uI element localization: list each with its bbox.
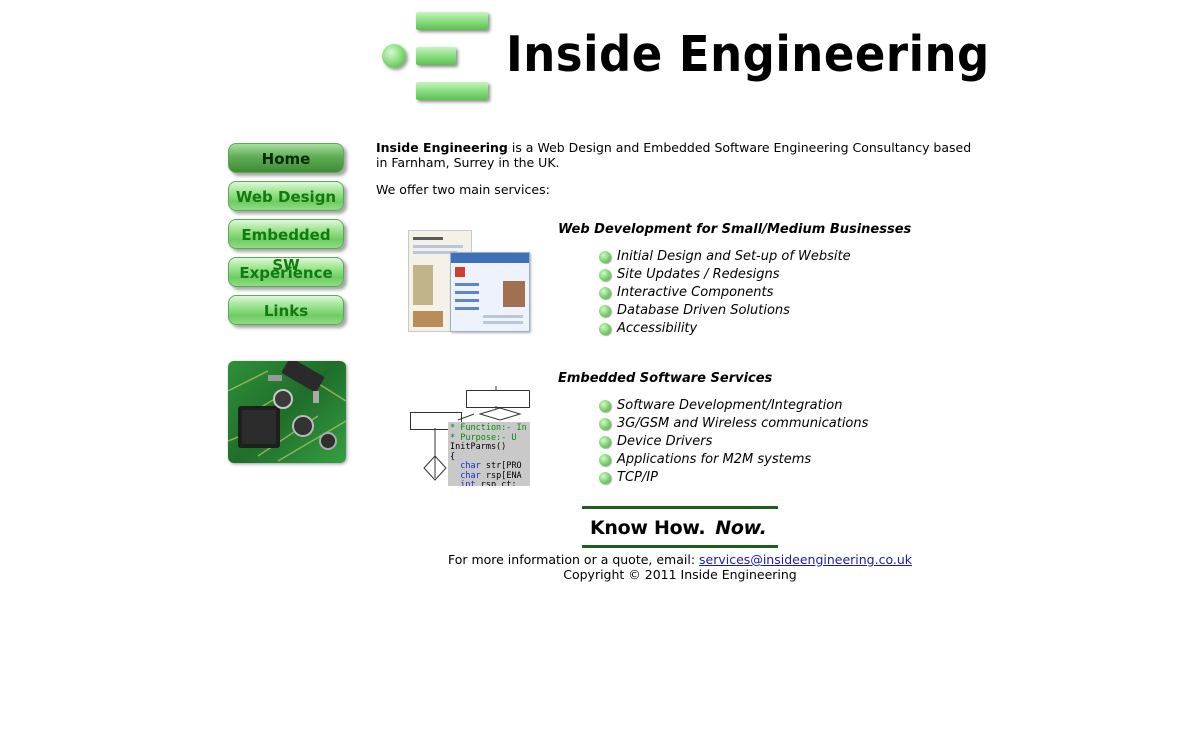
logo-bar-bottom [416, 82, 488, 100]
logo-bar-middle [416, 47, 456, 65]
circuit-board-graphic [228, 361, 346, 462]
intro-company-name: Inside Engineering [376, 140, 508, 155]
list-item: Interactive Components [599, 284, 851, 302]
list-item: Site Updates / Redesigns [599, 266, 851, 284]
intro-description: is a Web Design and Embedded Software En… [376, 140, 972, 170]
bullet-icon [599, 436, 611, 448]
email-link[interactable]: services@insideengineering.co.uk [699, 552, 913, 567]
nav-embedded-sw-button[interactable]: Embedded SW [228, 219, 344, 274]
contact-line: For more information or a quote, email: … [380, 552, 980, 567]
tagline-bottom-rule [582, 545, 778, 548]
footer: For more information or a quote, email: … [380, 552, 980, 582]
code-snippet-image: * Function:- In * Purpose:- U InitParms(… [448, 422, 530, 486]
services-lead: We offer two main services: [376, 182, 550, 197]
tagline-part1: Know How. [590, 517, 706, 539]
service-heading-web: Web Development for Small/Medium Busines… [558, 222, 912, 237]
bullet-icon [599, 454, 611, 466]
list-item: Database Driven Solutions [599, 302, 851, 320]
tagline-text: Know How. Now. [590, 517, 767, 539]
service-list-web: Initial Design and Set-up of Website Sit… [599, 248, 851, 338]
intro-paragraph: Inside Engineering is a Web Design and E… [376, 140, 976, 170]
embedded-software-thumbnail: * Function:- In * Purpose:- U InitParms(… [410, 386, 530, 486]
nav-links-button[interactable]: Links [228, 295, 344, 325]
logo-dot [382, 44, 406, 68]
logo-bar-top [416, 12, 488, 30]
flowchart-lines [423, 386, 522, 481]
list-item: 3G/GSM and Wireless communications [599, 415, 868, 433]
site-logo-text: Inside Engineering [506, 25, 990, 84]
list-item-label: Database Driven Solutions [617, 303, 790, 318]
bullet-icon [599, 400, 611, 412]
service-list-embedded: Software Development/Integration 3G/GSM … [599, 397, 868, 487]
list-item: TCP/IP [599, 469, 868, 487]
list-item-label: Device Drivers [617, 434, 713, 449]
nav-web-design-button[interactable]: Web Design [228, 181, 344, 211]
list-item-label: Initial Design and Set-up of Website [617, 249, 851, 264]
bullet-icon [599, 269, 611, 281]
bullet-icon [599, 323, 611, 335]
website-screenshot-a [408, 230, 472, 332]
bullet-icon [599, 305, 611, 317]
bullet-icon [599, 251, 611, 263]
list-item-label: 3G/GSM and Wireless communications [617, 416, 869, 431]
bullet-icon [599, 287, 611, 299]
list-item: Device Drivers [599, 433, 868, 451]
tagline-part2: Now. [715, 517, 767, 539]
nav-experience-button[interactable]: Experience [228, 257, 344, 287]
list-item: Applications for M2M systems [599, 451, 868, 469]
web-design-thumbnail [408, 230, 530, 332]
main-nav: Home Web Design Embedded SW Experience L… [228, 143, 350, 333]
list-item-label: Accessibility [617, 321, 698, 336]
bullet-icon [599, 472, 611, 484]
list-item: Accessibility [599, 320, 851, 338]
list-item-label: Site Updates / Redesigns [617, 267, 780, 282]
logo-mark [380, 10, 492, 106]
contact-text: For more information or a quote, email: [447, 552, 700, 567]
copyright: Copyright © 2011 Inside Engineering [563, 567, 797, 582]
tagline-banner: Know How. Now. [582, 506, 778, 550]
list-item: Software Development/Integration [599, 397, 868, 415]
list-item: Initial Design and Set-up of Website [599, 248, 851, 266]
intro-section: Inside Engineering is a Web Design and E… [376, 140, 976, 209]
list-item-label: Applications for M2M systems [617, 452, 812, 467]
service-heading-embedded: Embedded Software Services [558, 371, 773, 386]
tagline-top-rule [582, 506, 778, 509]
list-item-label: Software Development/Integration [617, 398, 843, 413]
list-item-label: Interactive Components [617, 285, 774, 300]
nav-home-button[interactable]: Home [228, 143, 344, 173]
flowchart-box-top [466, 390, 530, 408]
bullet-icon [599, 418, 611, 430]
circuit-board-image [228, 361, 346, 463]
list-item-label: TCP/IP [617, 470, 658, 485]
website-screenshot-b [450, 252, 530, 332]
